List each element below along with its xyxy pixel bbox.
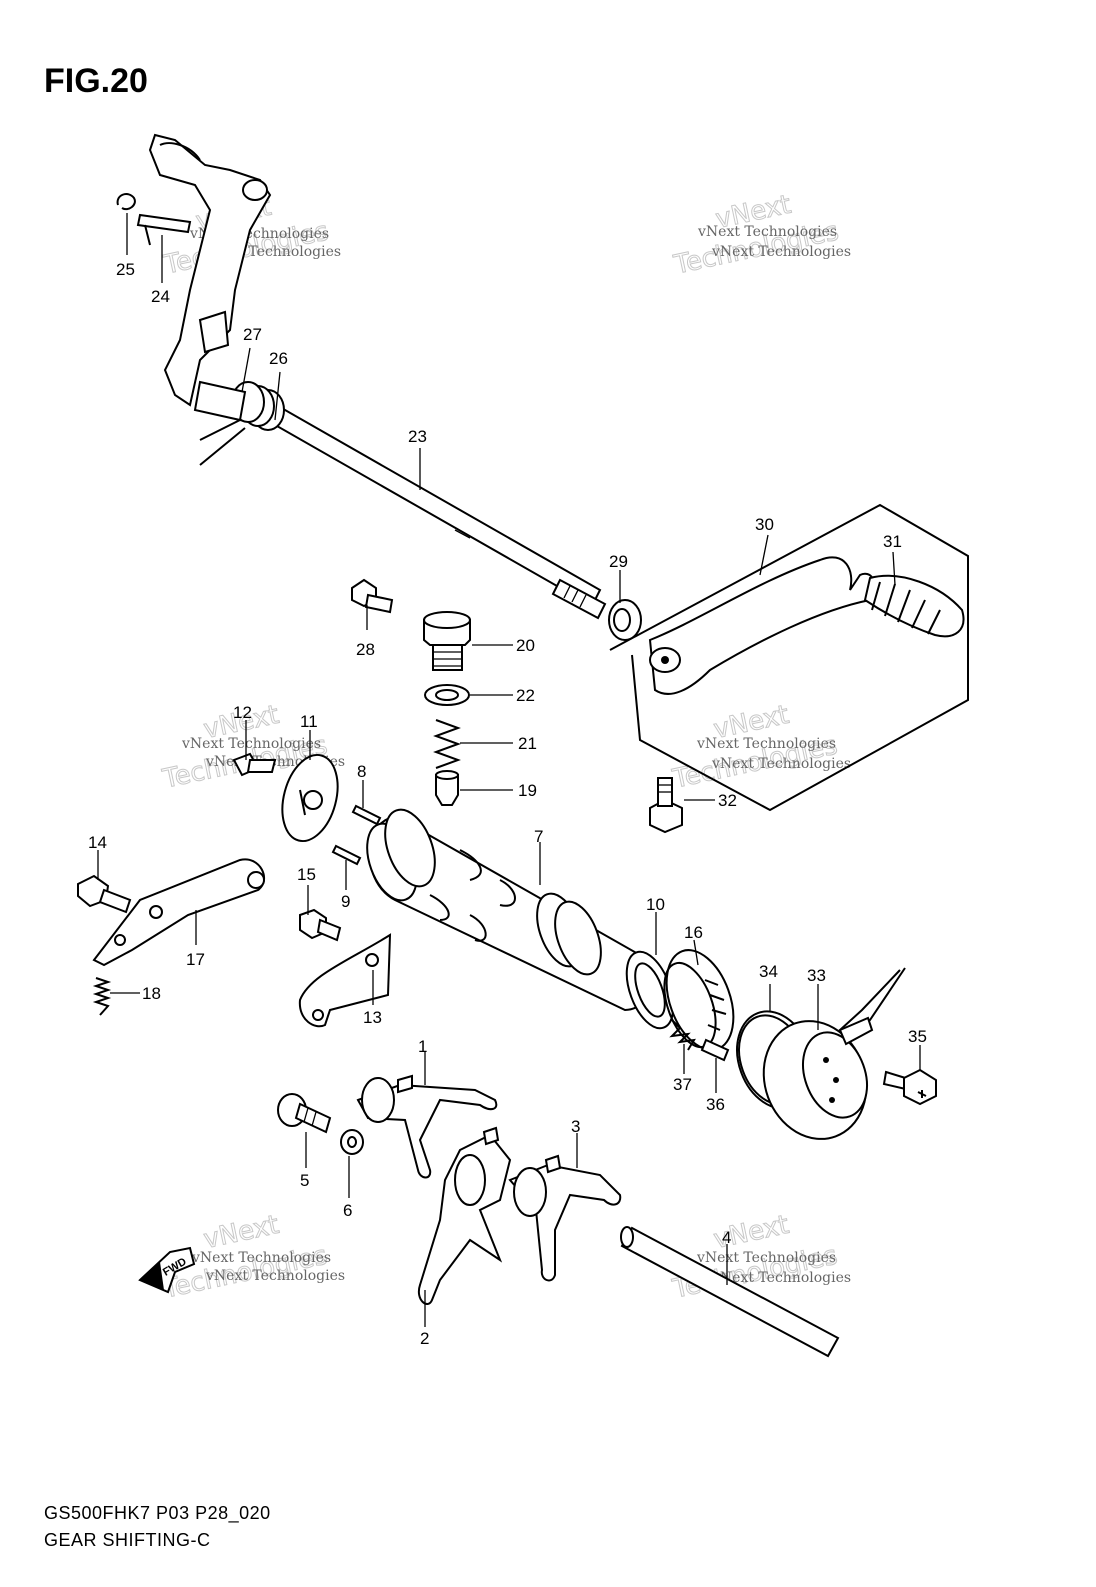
- plate-13: [298, 908, 392, 1028]
- callout-17: 17: [186, 950, 205, 969]
- callout-29: 29: [609, 552, 628, 571]
- callout-4: 4: [722, 1228, 731, 1247]
- watermark-text: vNext Technologies: [697, 224, 837, 240]
- callout-31: 31: [883, 532, 902, 551]
- callout-26: 26: [269, 349, 288, 368]
- callout-5: 5: [300, 1171, 309, 1190]
- pin-8: [351, 804, 382, 826]
- callout-34: 34: [759, 962, 778, 981]
- model-code: GS500FHK7 P03 P28_020: [44, 1503, 271, 1523]
- callout-19: 19: [518, 781, 537, 800]
- gearshift-cam-drum: [366, 808, 652, 1012]
- spring-37: [669, 1019, 696, 1051]
- callout-22: 22: [516, 686, 535, 705]
- screw-35: [882, 1068, 937, 1106]
- callout-25: 25: [116, 260, 135, 279]
- callout-10: 10: [646, 895, 665, 914]
- callout-32: 32: [718, 791, 737, 810]
- callout-24: 24: [151, 287, 170, 306]
- callout-7: 7: [534, 827, 543, 846]
- bolt-5: [277, 1093, 332, 1134]
- neutral-switch-33: [762, 967, 906, 1140]
- callout-27: 27: [243, 325, 262, 344]
- callout-28: 28: [356, 640, 375, 659]
- watermark-text: vNext Technologies: [711, 1270, 851, 1286]
- shift-fork-3: [508, 1154, 622, 1282]
- watermark-text: vNext Technologies: [711, 756, 851, 772]
- leader-lines: [97, 213, 921, 1327]
- watermark-text: vNext Technologies: [205, 1268, 345, 1284]
- watermark-text: vNext Technologies: [696, 736, 836, 752]
- bolt-28: [351, 578, 394, 614]
- callout-9: 9: [341, 892, 350, 911]
- callout-35: 35: [908, 1027, 927, 1046]
- gearshift-shaft-assembly: [116, 133, 642, 641]
- callout-8: 8: [357, 762, 366, 781]
- callout-20: 20: [516, 636, 535, 655]
- callout-36: 36: [706, 1095, 725, 1114]
- detent-assembly: [423, 611, 471, 806]
- figure-name: GEAR SHIFTING-C: [44, 1530, 211, 1550]
- callout-23: 23: [408, 427, 427, 446]
- callout-30: 30: [755, 515, 774, 534]
- pin-9: [331, 844, 362, 866]
- callout-18: 18: [142, 984, 161, 1003]
- callout-21: 21: [518, 734, 537, 753]
- callout-33: 33: [807, 966, 826, 985]
- callout-13: 13: [363, 1008, 382, 1027]
- callout-14: 14: [88, 833, 107, 852]
- cam-stopper-arm: [77, 858, 265, 1016]
- washer-6: [340, 1129, 364, 1155]
- watermark-text: vNext Technologies: [191, 1250, 331, 1266]
- bearing-10: [625, 950, 675, 1030]
- figure-title: FIG.20: [44, 62, 148, 100]
- watermark-text: vNext Technologies: [696, 1250, 836, 1266]
- callout-3: 3: [571, 1117, 580, 1136]
- callout-12: 12: [233, 703, 252, 722]
- shift-fork-2: [417, 1126, 512, 1305]
- shift-fork-shaft-4: [620, 1226, 840, 1358]
- callout-15: 15: [297, 865, 316, 884]
- pin-36: [700, 1038, 730, 1062]
- gearshift-lever-assembly: [609, 503, 969, 812]
- callout-6: 6: [343, 1201, 352, 1220]
- retainer-16: [663, 949, 735, 1051]
- callout-16: 16: [684, 923, 703, 942]
- watermark-text: vNext Technologies: [711, 244, 851, 260]
- svg-text:vNext: vNext: [201, 1210, 282, 1255]
- watermark-text: vNext Technologies: [181, 736, 321, 752]
- callout-1: 1: [418, 1037, 427, 1056]
- callout-labels: 1 2 3 4 5 6 7 8 9 10 11 12 13 14 15 16 1…: [88, 260, 927, 1348]
- cam-stopper-plate: [232, 752, 339, 843]
- callout-37: 37: [673, 1075, 692, 1094]
- shift-fork-1: [356, 1074, 498, 1179]
- bolt-32: [649, 777, 683, 834]
- callout-11: 11: [300, 712, 318, 731]
- callout-2: 2: [420, 1329, 429, 1348]
